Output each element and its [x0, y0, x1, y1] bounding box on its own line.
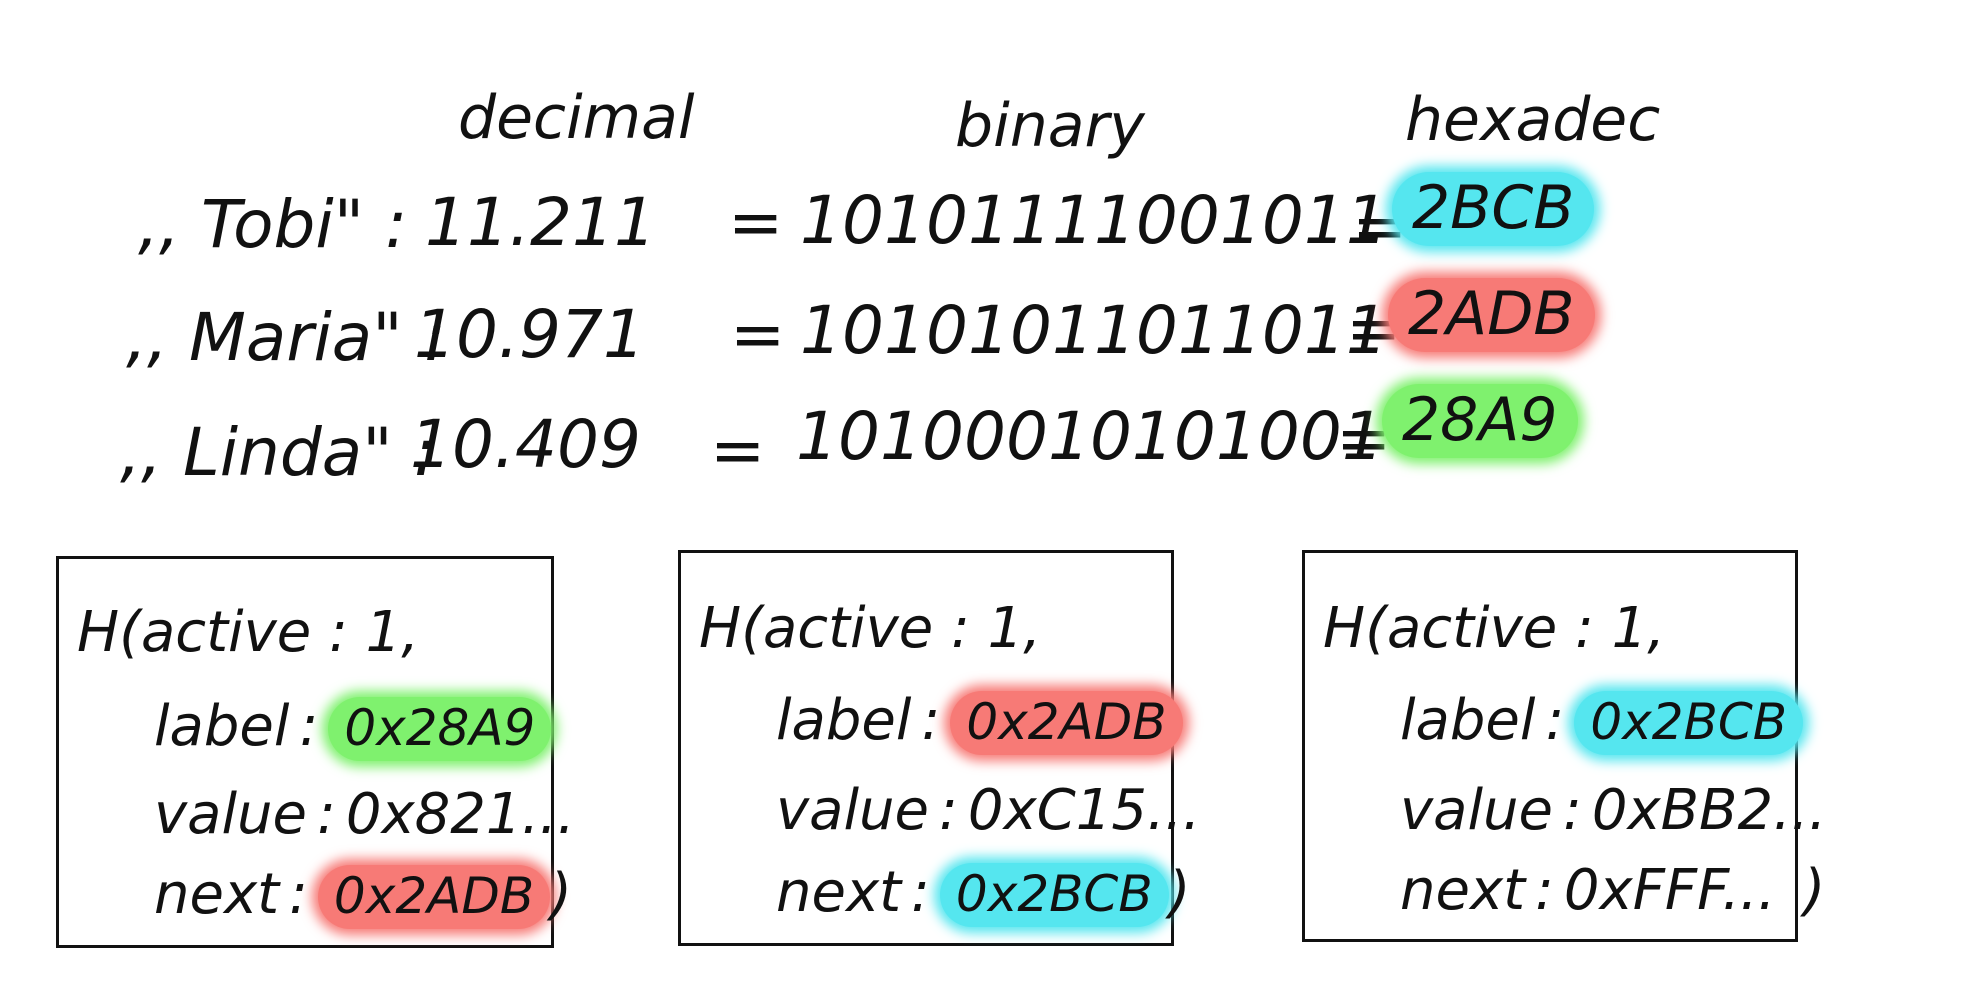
hex-highlight-linda: 28A9 — [1382, 384, 1578, 458]
row-name-tobi: ,, Tobi" : — [138, 186, 408, 263]
row-decimal-linda: 10.409 — [410, 406, 641, 483]
node-3-value-line: value:0xBB2... — [1400, 778, 1827, 843]
node-3-next-line: next:0xFFF...) — [1400, 858, 1826, 923]
row-eq1-tobi: = — [728, 184, 784, 261]
row-eq1-linda: = — [710, 412, 766, 489]
row-binary-linda: 10100010101001 — [796, 398, 1384, 475]
node-3-label-value: 0x2BCB — [1574, 691, 1804, 755]
node-box-1: H(active : 1, label:0x28A9 value:0x821..… — [56, 556, 575, 948]
node-3-active-line: H(active : 1, — [1323, 596, 1666, 661]
row-binary-tobi: 10101111001011 — [800, 182, 1388, 259]
node-2-value-line: value:0xC15... — [776, 778, 1201, 843]
header-decimal: decimal — [458, 83, 695, 153]
row-name-linda: ,, Linda" : — [120, 414, 436, 491]
row-decimal-tobi: 11.211 — [425, 184, 656, 261]
node-2-next-value: 0x2BCB — [939, 863, 1169, 927]
node-2-next-key: next — [776, 860, 902, 925]
node-3-close-paren: ) — [1803, 858, 1826, 923]
node-2-close-paren: ) — [1168, 860, 1191, 925]
node-3-value-key: value — [1400, 778, 1553, 843]
node-box-2: H(active : 1, label:0x2ADB value:0xC15..… — [678, 550, 1200, 946]
node-2-label-value: 0x2ADB — [950, 691, 1183, 755]
hex-highlight-maria: 2ADB — [1388, 278, 1595, 352]
hex-highlight-tobi: 2BCB — [1392, 172, 1595, 246]
row-binary-maria: 10101011011011 — [800, 292, 1388, 369]
node-1-active-line: H(active : 1, — [77, 600, 420, 665]
header-hexadec: hexadec — [1405, 85, 1661, 155]
node-2-label-key: label — [776, 688, 912, 753]
node-1-label-key: label — [154, 694, 290, 759]
node-2-next-line: next:0x2BCB) — [776, 860, 1191, 927]
node-1-next-key: next — [154, 862, 280, 927]
node-1-label-line: label:0x28A9 — [154, 694, 552, 761]
node-2-value-key: value — [776, 778, 929, 843]
node-1-label-value: 0x28A9 — [328, 697, 552, 761]
node-3-label-key: label — [1400, 688, 1536, 753]
row-eq1-maria: = — [730, 296, 786, 373]
node-box-3: H(active : 1, label:0x2BCB value:0xBB2..… — [1302, 550, 1826, 942]
node-2-label-line: label:0x2ADB — [776, 691, 1183, 755]
row-decimal-maria: 10.971 — [414, 296, 645, 373]
header-binary: binary — [955, 91, 1145, 161]
node-3-label-line: label:0x2BCB — [1400, 688, 1804, 755]
row-hex-maria: 2ADB — [1388, 278, 1595, 352]
node-2-value-value: 0xC15... — [967, 778, 1201, 843]
node-2-active-line: H(active : 1, — [699, 596, 1042, 661]
node-1-next-value: 0x2ADB — [317, 865, 551, 929]
node-3-next-value: 0xFFF... — [1563, 858, 1776, 923]
node-1-next-line: next:0x2ADB) — [154, 862, 573, 929]
row-hex-linda: 28A9 — [1382, 384, 1578, 458]
node-1-value-value: 0x821... — [345, 782, 575, 847]
node-1-close-paren: ) — [550, 862, 573, 927]
row-hex-tobi: 2BCB — [1392, 172, 1595, 246]
node-3-value-value: 0xBB2... — [1591, 778, 1827, 843]
node-1-value-line: value:0x821... — [154, 782, 575, 847]
node-1-value-key: value — [154, 782, 307, 847]
node-3-next-key: next — [1400, 858, 1526, 923]
row-name-maria: ,, Maria" : — [126, 299, 446, 376]
